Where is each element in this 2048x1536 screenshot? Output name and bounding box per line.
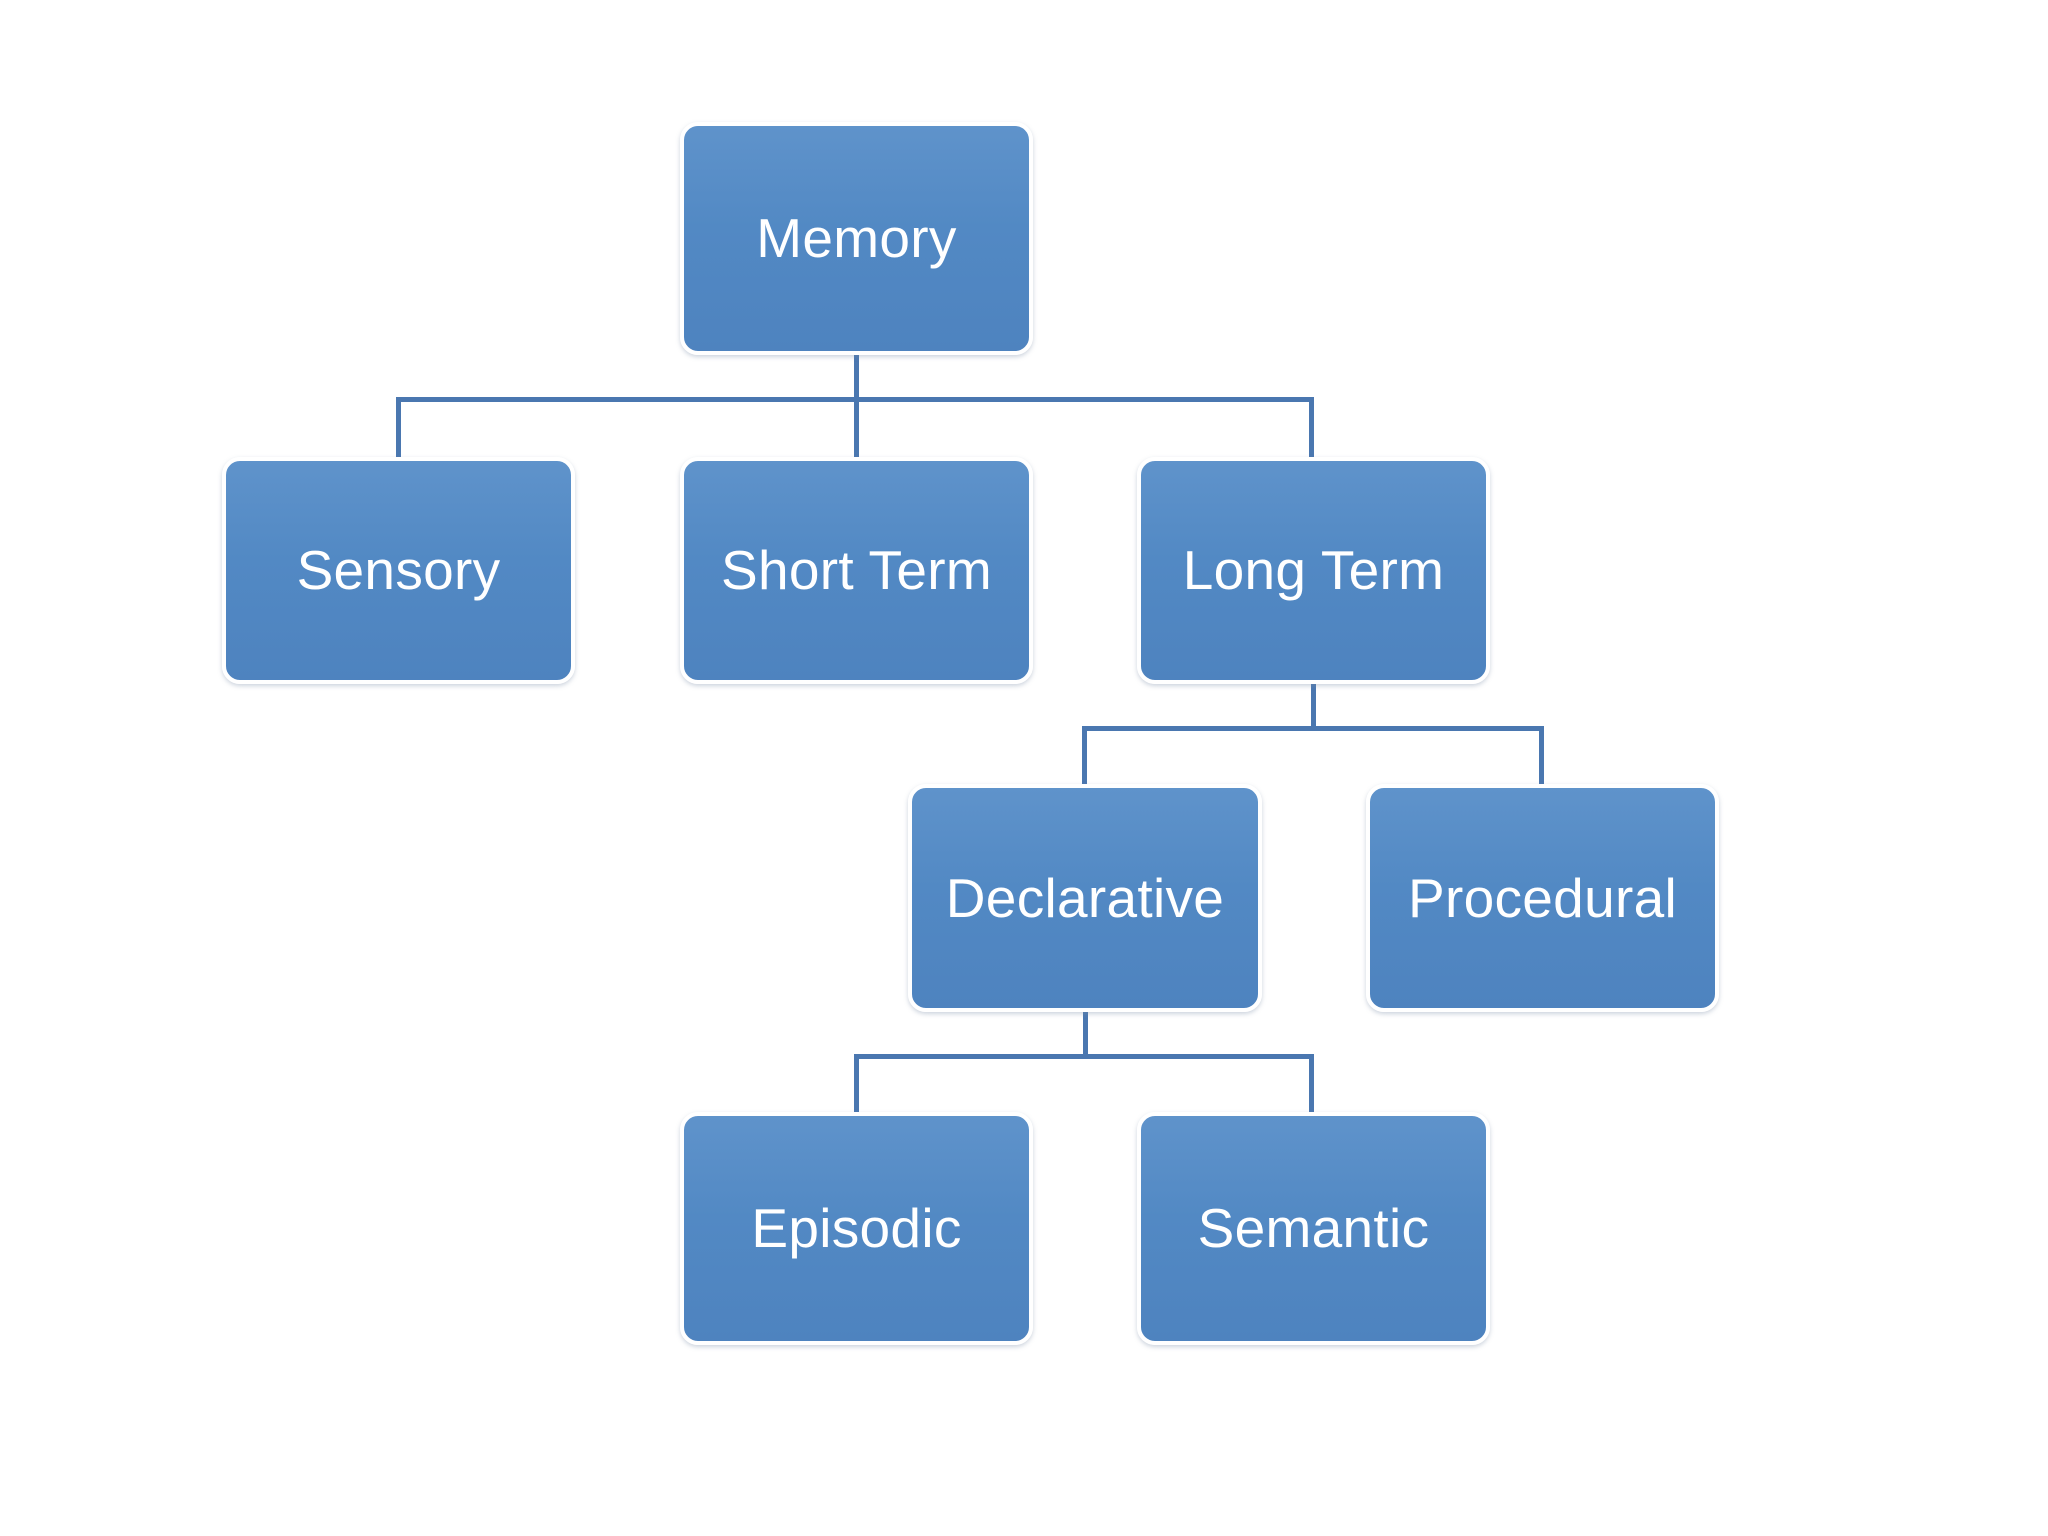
node-memory-label: Memory <box>756 207 957 269</box>
connector-declarative-bus <box>854 1054 1314 1059</box>
node-declarative-label: Declarative <box>945 866 1225 929</box>
connector-memory-stem <box>854 355 859 401</box>
connector-memory-to-short-term <box>854 397 859 459</box>
connector-long-term-bus <box>1082 726 1544 731</box>
node-procedural-label: Procedural <box>1408 866 1677 929</box>
node-sensory-label: Sensory <box>296 539 501 601</box>
node-procedural[interactable]: Procedural <box>1366 784 1719 1012</box>
node-episodic-label: Episodic <box>751 1197 962 1259</box>
node-semantic[interactable]: Semantic <box>1137 1112 1490 1345</box>
node-declarative[interactable]: Declarative <box>908 784 1262 1012</box>
node-episodic[interactable]: Episodic <box>680 1112 1033 1345</box>
connector-declarative-to-semantic <box>1309 1054 1314 1116</box>
connector-declarative-stem <box>1083 1012 1088 1056</box>
connector-memory-to-long-term <box>1309 397 1314 459</box>
node-long-term-label: Long Term <box>1182 539 1445 601</box>
node-short-term-label: Short Term <box>721 539 992 601</box>
connector-memory-to-sensory <box>396 397 401 459</box>
connector-declarative-to-episodic <box>854 1054 859 1116</box>
node-sensory[interactable]: Sensory <box>222 457 575 684</box>
connector-long-term-to-declarative <box>1082 726 1087 788</box>
node-memory[interactable]: Memory <box>680 122 1033 355</box>
connector-long-term-to-procedural <box>1539 726 1544 788</box>
node-short-term[interactable]: Short Term <box>680 457 1033 684</box>
node-long-term[interactable]: Long Term <box>1137 457 1490 684</box>
connector-long-term-stem <box>1311 684 1316 728</box>
node-semantic-label: Semantic <box>1197 1197 1430 1259</box>
